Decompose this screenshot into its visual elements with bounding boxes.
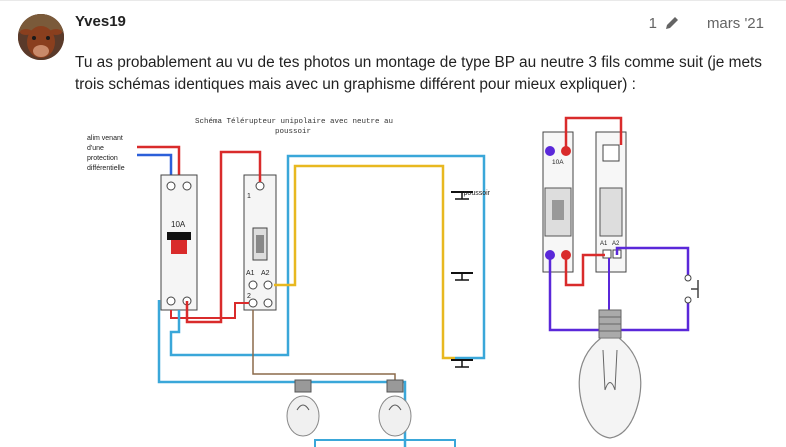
wire-phase-relay-2 xyxy=(170,302,249,319)
diagram-title-1: Schéma Télérupteur unipolaire avec neutr… xyxy=(195,118,393,126)
pushbutton-label: poussoir xyxy=(464,190,491,197)
bulb-right xyxy=(578,309,642,439)
post-username[interactable]: Yves19 xyxy=(75,13,126,30)
pencil-icon[interactable] xyxy=(663,14,681,32)
post-meta: 1 mars '21 xyxy=(649,14,764,32)
post-date[interactable]: mars '21 xyxy=(706,14,764,32)
pushbutton-1 xyxy=(451,191,473,200)
svg-text:A1: A1 xyxy=(246,270,255,277)
svg-text:A2: A2 xyxy=(261,270,270,277)
wire-phase-in xyxy=(137,145,181,175)
edit-count[interactable]: 1 xyxy=(648,14,657,32)
wire-control xyxy=(274,164,455,360)
svg-text:1: 1 xyxy=(247,193,251,200)
pushbutton-2 xyxy=(451,272,473,281)
svg-text:10A: 10A xyxy=(552,159,564,166)
svg-text:A2: A2 xyxy=(612,241,620,247)
relay-module-right: A1 A2 xyxy=(595,131,627,273)
pushbutton-3 xyxy=(451,359,473,368)
svg-text:d'une: d'une xyxy=(87,145,104,152)
wire-control-right xyxy=(615,246,690,275)
svg-text:alim venant: alim venant xyxy=(87,135,123,142)
svg-text:protection: protection xyxy=(87,155,118,162)
breaker-10a: 10A xyxy=(160,174,198,311)
wire-neutral-in xyxy=(137,153,173,175)
svg-text:différentielle: différentielle xyxy=(87,165,125,172)
lamp-2 xyxy=(378,379,412,437)
svg-text:A1: A1 xyxy=(600,241,608,247)
wire-neutral-bus xyxy=(169,154,486,360)
alim-label: alim venant d'une protection différentie… xyxy=(87,135,125,172)
wiring-diagram-left: Schéma Télérupteur unipolaire avec neutr… xyxy=(87,118,491,447)
wire-lamp-feed xyxy=(252,310,396,385)
wiring-diagram-right: 10A A1 A2 xyxy=(542,116,699,439)
diagram-title-2: poussoir xyxy=(275,128,311,136)
cow-avatar-image xyxy=(18,14,64,60)
telerupteur-relay: 1 A1 A2 2 xyxy=(243,174,277,311)
wire-phase-top xyxy=(564,116,623,151)
svg-text:2: 2 xyxy=(247,293,251,300)
wire-phase-bottom xyxy=(564,253,605,287)
wire-lamp-bridge xyxy=(314,439,456,447)
pushbutton-right xyxy=(684,274,699,304)
top-divider xyxy=(0,0,786,1)
user-avatar[interactable] xyxy=(18,14,64,60)
breaker-module-right: 10A xyxy=(542,131,574,273)
svg-text:10A: 10A xyxy=(171,220,186,229)
lamp-1 xyxy=(286,379,320,437)
post-body-text: Tu as probablement au vu de tes photos u… xyxy=(75,54,762,93)
